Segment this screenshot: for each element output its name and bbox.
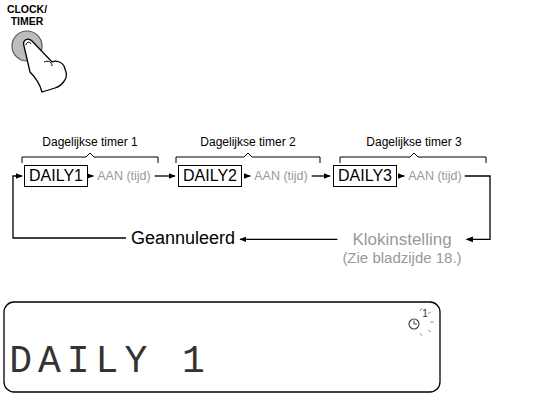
node-text: Geannuleerd	[131, 228, 235, 249]
clock-icon	[409, 319, 419, 329]
node-text: (Zie bladzijde 18.)	[342, 249, 461, 266]
finger	[24, 39, 67, 92]
timer-box: DAILY1	[24, 165, 88, 187]
bracket	[340, 153, 486, 163]
timer-box: DAILY2	[178, 165, 242, 187]
finger-joint	[44, 61, 52, 66]
flow-arrow	[245, 175, 250, 176]
cancel-step: Geannuleerd	[129, 228, 237, 249]
flow-arrow	[91, 175, 93, 176]
bracket	[22, 153, 158, 163]
bracket	[176, 153, 320, 163]
node-text: AAN (tijd)	[408, 169, 461, 183]
bracket-label: Dagelijkse timer 1	[42, 136, 137, 149]
state-text: AAN (tijd)	[253, 169, 308, 183]
bracket-label: Dagelijkse timer 3	[366, 136, 461, 149]
node-text: DAILY3	[338, 167, 392, 185]
blink-rays	[420, 308, 434, 336]
flow-arrow	[155, 175, 175, 176]
fingernail	[26, 42, 31, 45]
node-text: AAN (tijd)	[97, 169, 150, 183]
flow-arrow	[240, 239, 337, 240]
node-text: DAILY1	[29, 167, 83, 185]
node-text: DAILY2	[183, 167, 237, 185]
flow-arrow	[400, 175, 404, 176]
state-text: AAN (tijd)	[96, 169, 151, 183]
setting-step: Klokinstelling(Zie bladzijde 18.)	[340, 230, 463, 267]
node-text: Klokinstelling	[342, 230, 461, 250]
button-label: CLOCK/ TIMER	[1, 4, 53, 27]
flow-arrow	[312, 175, 330, 176]
clock-hands	[414, 321, 417, 325]
timer-box: DAILY3	[333, 165, 397, 187]
state-text: AAN (tijd)	[407, 169, 462, 183]
lcd-indicator: 1	[422, 308, 428, 319]
flow-arrow	[465, 176, 490, 239]
lcd-text: DAILY 1	[9, 341, 211, 383]
lcd-display	[4, 302, 440, 392]
node-text: AAN (tijd)	[254, 169, 307, 183]
bracket-label: Dagelijkse timer 2	[200, 136, 295, 149]
